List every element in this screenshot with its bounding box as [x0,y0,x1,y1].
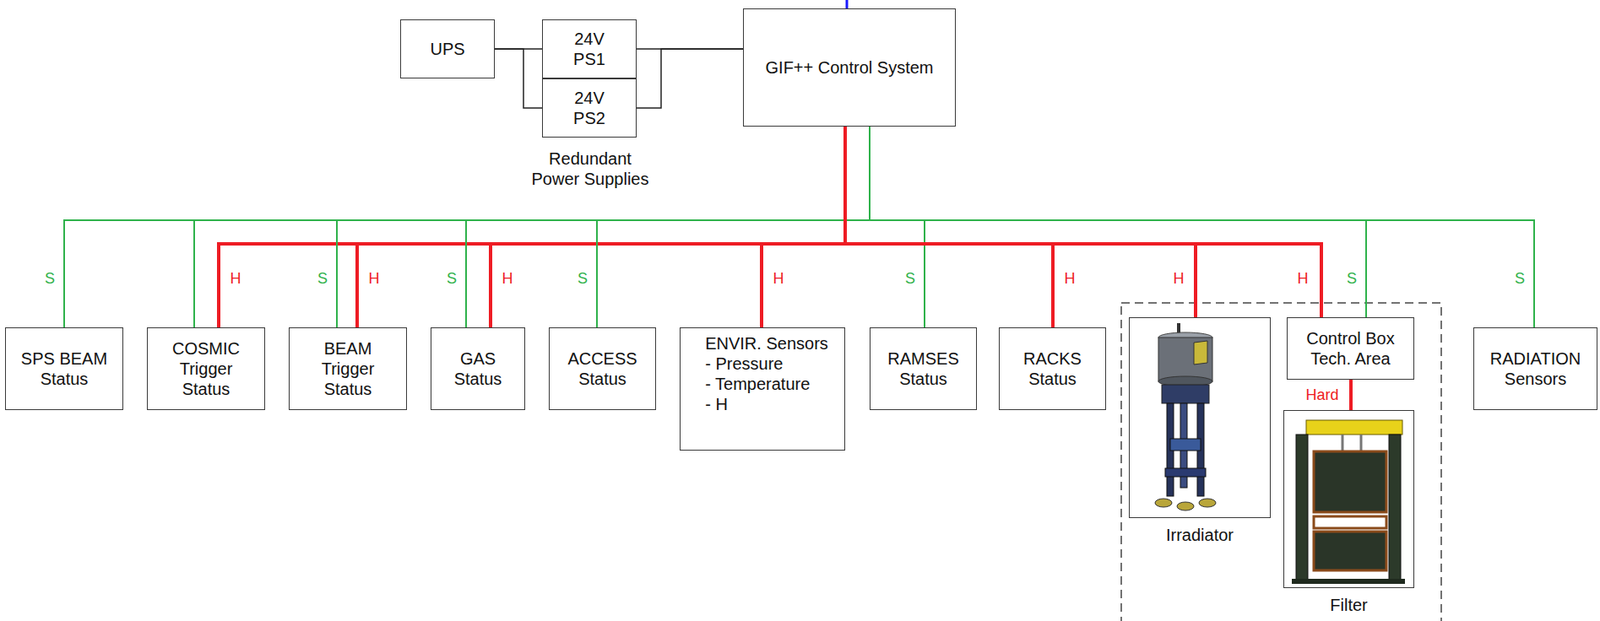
link-type-label: S [903,270,917,288]
software-link [596,126,870,328]
control-box: Control Box Tech. Area [1286,317,1415,380]
link-type-label: Hard [1303,386,1340,405]
link-type-label: H [1171,270,1187,288]
link-type-label: H [771,270,787,288]
node-text-group: GAS Status [444,348,512,390]
power-supply-box: 24V PS1 [542,19,637,79]
sensor-box: ENVIR. Sensors- Pressure- Temperature- H [679,327,846,451]
node-label: RADIATION Sensors [1480,348,1591,390]
node-label: UPS [429,38,465,60]
blue-link-line [846,0,849,9]
node-item: - Pressure [705,353,829,375]
software-link [336,126,870,328]
status-box: SPS BEAM Status [5,327,124,411]
status-box: RAMSES Status [869,327,977,411]
node-label: ACCESS Status [556,348,650,390]
link-type-label: H [1063,270,1078,288]
node-text-group: ACCESS Status [556,348,650,390]
link-type-label: S [444,270,459,288]
node-text-group: RAMSES Status [877,348,971,390]
link-type-label: S [315,270,330,288]
node-label: RACKS Status [1010,348,1096,390]
node-item: - H [705,394,829,415]
node-label: GAS Status [444,348,512,390]
node-label: GIF++ Control System [765,57,934,78]
link-type-label: H [1296,270,1311,288]
node-text-group: 24V PS1 [570,28,609,70]
software-link [64,126,870,328]
node-item: - Temperature [705,374,829,395]
link-type-label: S [43,270,57,288]
node-label: SPS BEAM Status [13,348,115,390]
status-box: RACKS Status [998,327,1107,411]
hardwired-link [490,126,846,328]
software-link [869,126,925,328]
status-box: ACCESS Status [548,327,657,411]
status-box: GAS Status [430,327,526,411]
hardwired-link [357,126,846,328]
sensor-box: RADIATION Sensors [1473,327,1598,411]
link-type-label: H [500,270,516,288]
link-type-label: H [228,270,244,288]
hardwired-link [845,126,1196,318]
hardwired-link [1349,379,1353,411]
node-text-group: SPS BEAM Status [13,348,115,390]
hardwired-link [845,126,1053,328]
power-wire [494,48,543,109]
node-label: BEAM Trigger Status [301,338,395,400]
node-text-group: RADIATION Sensors [1480,348,1591,390]
node-label: ENVIR. Sensors [705,333,829,354]
link-type-label: S [1513,270,1527,288]
node-text-group: ENVIR. Sensors- Pressure- Temperature- H [705,333,829,415]
node-label: RAMSES Status [877,348,971,390]
hardwired-link [218,126,846,328]
node-text-group: GIF++ Control System [765,57,934,78]
node-text-group: BEAM Trigger Status [301,338,395,400]
hardwired-link [845,126,1322,318]
software-link [466,126,870,328]
power-supply-box: 24V PS2 [542,78,637,138]
irradiator-box: Irradiator [1128,317,1271,519]
node-text-group: 24V PS2 [570,87,609,129]
node-label: Control Box Tech. Area [1296,328,1406,369]
node-label: COSMIC Trigger Status [155,338,257,400]
software-link [869,126,1535,328]
hardwired-link [761,126,846,328]
link-type-label: S [1345,270,1359,288]
node-text-group: RACKS Status [1010,348,1096,390]
control-system-box: GIF++ Control System [743,8,956,127]
status-box: BEAM Trigger Status [288,327,407,411]
irradiator-illustration [1155,323,1216,511]
filter-illustration [1291,420,1405,585]
node-caption: Filter [1329,596,1367,616]
status-box: COSMIC Trigger Status [146,327,266,411]
link-type-label: H [367,270,382,288]
dashed-group-outline [1121,303,1442,621]
link-type-label: S [575,270,590,288]
filter-box: Filter [1283,410,1415,589]
software-link [194,126,870,328]
caption-label: Redundant Power Supplies [526,148,654,190]
power-wire [636,48,744,109]
ups-box: UPS [400,19,495,79]
node-text-group: Control Box Tech. Area [1296,328,1406,369]
node-label: 24V PS1 [570,28,609,70]
node-label: 24V PS2 [570,87,609,129]
node-caption: Irradiator [1166,526,1234,546]
software-link [869,126,1367,318]
node-text-group: UPS [429,38,465,60]
node-text-group: COSMIC Trigger Status [155,338,257,400]
